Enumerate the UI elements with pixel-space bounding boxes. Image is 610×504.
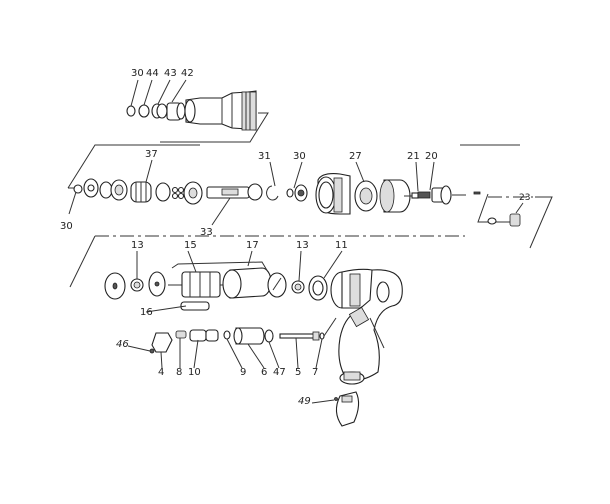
label-20: 20 [425,151,438,162]
label-43: 43 [164,68,177,79]
motor-assembly [104,250,343,313]
part-7-oring [319,332,325,340]
part-44-washer [138,104,150,118]
label-23: 23 [519,193,531,203]
label-33: 33 [200,227,213,238]
part-8-spring [175,330,187,339]
label-27: 27 [349,151,362,162]
label-49: 49 [298,396,311,407]
label-8: 8 [176,367,183,378]
part-30-oring [286,188,294,198]
label-7: 7 [312,367,319,378]
part-15-rotor [181,271,221,298]
label-6: 6 [261,367,268,378]
label-10: 10 [188,367,201,378]
label-17: 17 [246,240,259,251]
part-4-cap [151,332,173,353]
label-9: 9 [240,367,247,378]
handle-assembly [127,268,403,427]
label-4: 4 [158,367,165,378]
label-16: 16 [140,307,153,318]
part-31-circlip [266,185,279,201]
label-47: 47 [273,367,286,378]
label-46: 46 [116,339,129,350]
label-44: 44 [146,68,159,79]
cylinder-assembly [67,144,553,288]
nose-assembly [126,79,269,143]
part-5-pin [279,333,317,339]
part-9-oring [223,330,231,340]
label-30: 30 [60,221,73,232]
part-30-oring [126,105,136,117]
label-30: 30 [131,68,144,79]
label-13: 13 [296,240,309,251]
label-37: 37 [145,149,158,160]
label-13: 13 [131,240,144,251]
label-31: 31 [258,151,271,162]
label-42: 42 [181,68,194,79]
label-21: 21 [407,151,420,162]
label-15: 15 [184,240,197,251]
label-11: 11 [335,240,348,251]
part-16-vane [180,301,210,311]
part-47-oring [264,329,274,343]
part-10-valve [189,329,207,342]
label-5: 5 [295,367,302,378]
label-30: 30 [293,151,306,162]
part-6-bushing [235,327,265,345]
